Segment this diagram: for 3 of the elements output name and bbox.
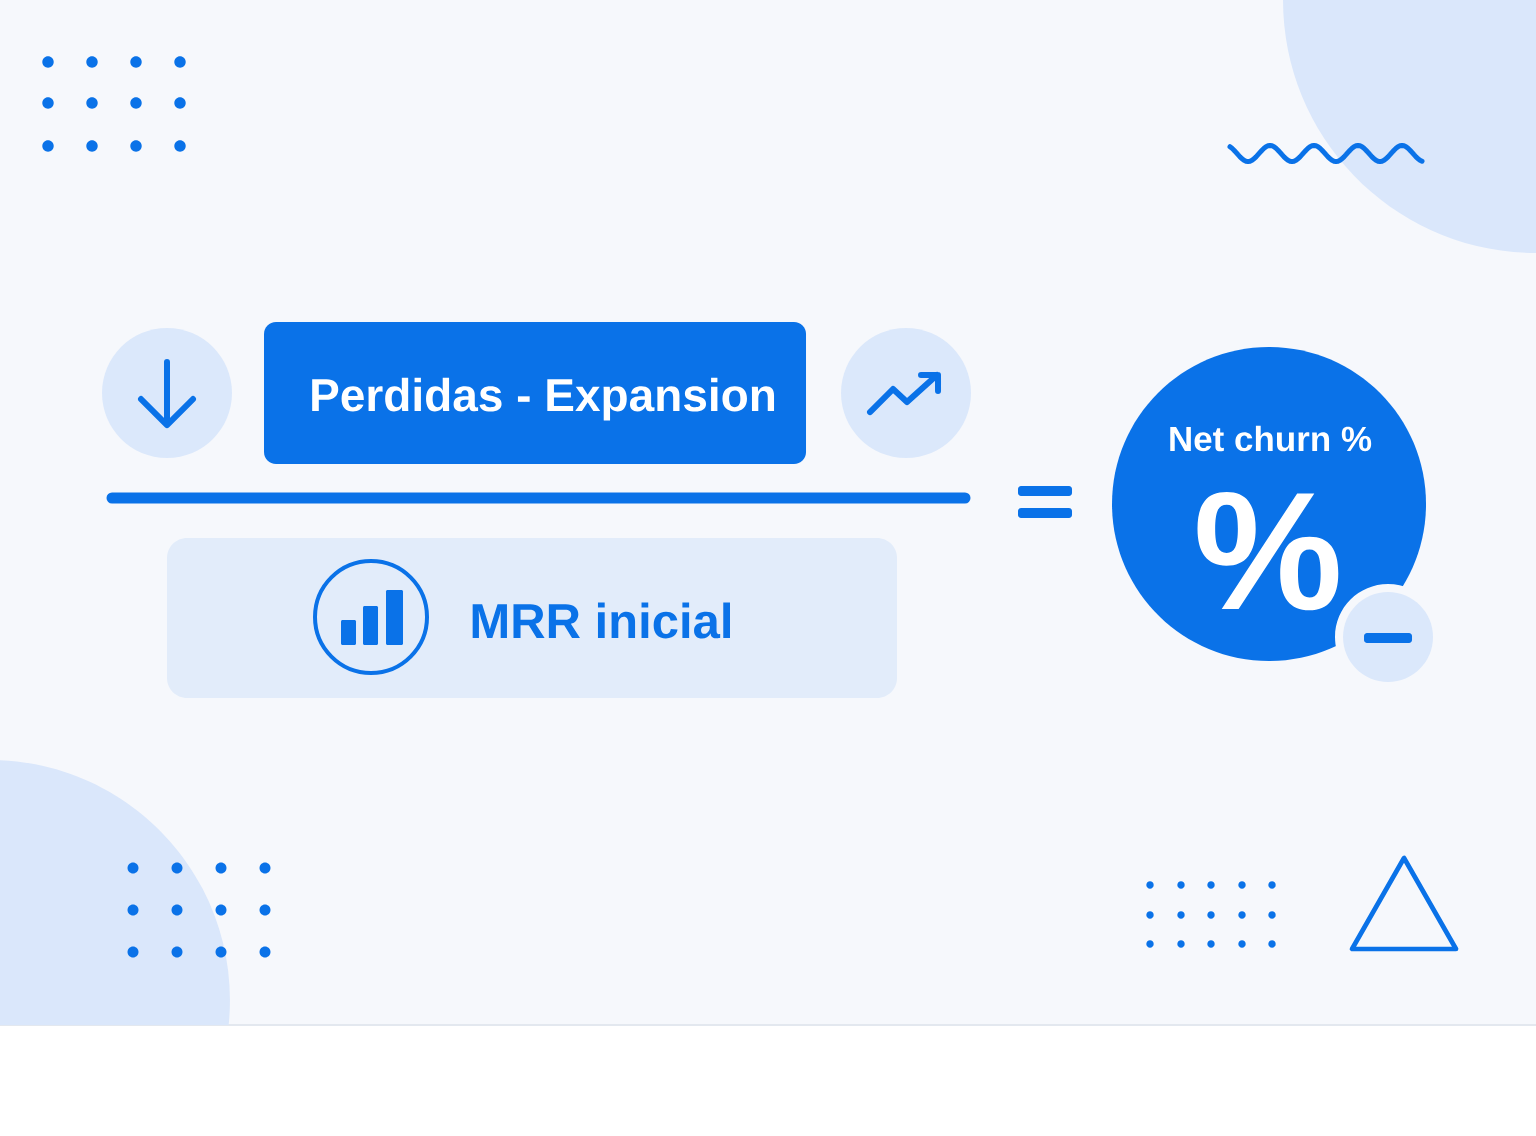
formula-box: Perdidas - Expansion [264, 322, 806, 464]
percent-symbol: % [1197, 492, 1339, 611]
denominator-card: MRR inicial [167, 538, 897, 698]
